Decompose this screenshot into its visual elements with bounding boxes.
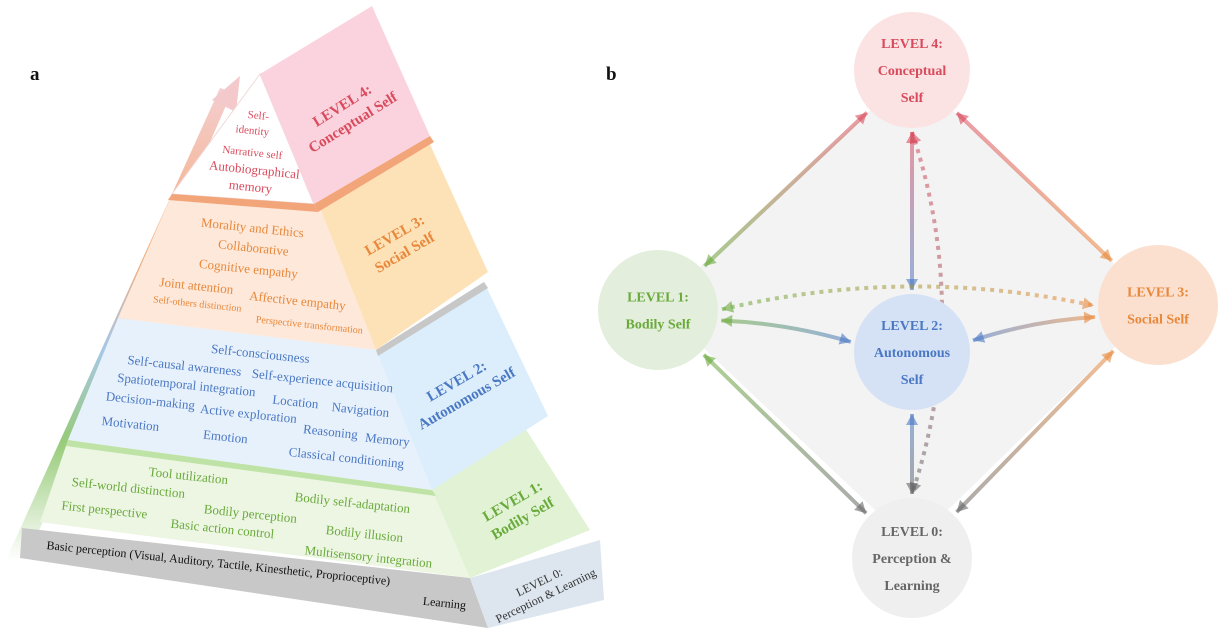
level4-item: memory xyxy=(228,177,273,196)
node-label-level3: Social Self xyxy=(1127,313,1189,328)
node-label-level2: Autonomous xyxy=(874,346,951,361)
arrowhead-level2 xyxy=(906,414,918,425)
edge-level1-level2 xyxy=(721,318,852,344)
edge-level4-level3 xyxy=(955,111,1114,263)
arrowhead-level4 xyxy=(854,112,867,125)
level2-item: Memory xyxy=(364,430,411,450)
arrowhead-level3 xyxy=(1081,297,1095,310)
level2-item: Navigation xyxy=(331,399,391,420)
arrowhead-level0 xyxy=(906,483,918,494)
node-label-level0: Learning xyxy=(884,579,939,594)
arrowhead-level0 xyxy=(854,501,867,514)
arrowhead-level4 xyxy=(909,132,922,145)
panel-a-label: a xyxy=(30,64,40,85)
arrowhead-level1 xyxy=(721,314,733,327)
edge-level1-level0 xyxy=(702,353,868,515)
arrowhead-level3 xyxy=(1101,350,1114,363)
arrowhead-level0 xyxy=(956,500,969,513)
node-circle-level0 xyxy=(852,498,972,618)
level4-item: identity xyxy=(235,123,270,138)
node-label-level4: Self xyxy=(901,91,924,106)
node-label-level3: LEVEL 3: xyxy=(1127,286,1189,301)
arrowhead-level2 xyxy=(972,331,986,343)
node-label-level2: Self xyxy=(901,373,924,388)
level4-item: Self- xyxy=(247,109,270,123)
level0-item: Learning xyxy=(422,594,467,612)
edge-level1-level4 xyxy=(703,111,869,268)
arrowhead-level3 xyxy=(1099,248,1112,261)
node-label-level1: Bodily Self xyxy=(626,318,691,333)
node-circle-level2 xyxy=(854,294,970,410)
edge-level4-level0 xyxy=(910,131,944,495)
node-label-level0: LEVEL 0: xyxy=(881,525,943,540)
node-label-level1: LEVEL 1: xyxy=(627,291,689,306)
edge-level3-level0 xyxy=(955,349,1115,514)
arrowhead-level2 xyxy=(838,333,851,345)
level2-item: Location xyxy=(272,392,320,412)
pyramid-level0 xyxy=(20,528,604,628)
pyramid-level4 xyxy=(168,6,434,212)
level2-item: Emotion xyxy=(202,427,249,447)
level2-item: Motivation xyxy=(101,413,161,434)
edge-level1-level3 xyxy=(721,284,1095,312)
edge-level3-level2 xyxy=(972,315,1096,343)
edges-layer xyxy=(702,111,1115,515)
level2-item: Reasoning xyxy=(302,421,359,442)
node-level0: LEVEL 0: Perception & Learning xyxy=(852,498,972,618)
node-circle-level1 xyxy=(598,250,718,370)
node-level1: LEVEL 1: Bodily Self xyxy=(598,250,718,370)
arrowhead-level4 xyxy=(956,112,969,125)
level3-item: Collaborative xyxy=(217,236,289,258)
pyramid-level2 xyxy=(68,282,548,490)
node-circle-level4 xyxy=(854,12,970,128)
arrowhead-level1 xyxy=(704,254,717,267)
panel-b-label: b xyxy=(606,64,617,85)
node-label-level4: LEVEL 4: xyxy=(881,37,943,52)
node-level3: LEVEL 3: Social Self xyxy=(1098,245,1218,365)
node-circle-level3 xyxy=(1098,245,1218,365)
node-label-level0: Perception & xyxy=(872,552,951,567)
arrowhead-level1 xyxy=(721,300,735,313)
arrowhead-level3 xyxy=(1083,311,1096,324)
pyramid-level3 xyxy=(118,140,488,356)
arrowhead-level1 xyxy=(703,354,716,367)
node-label-level4: Conceptual xyxy=(878,64,947,79)
panel-a: a xyxy=(6,6,604,628)
node-label-level2: LEVEL 2: xyxy=(881,319,943,334)
